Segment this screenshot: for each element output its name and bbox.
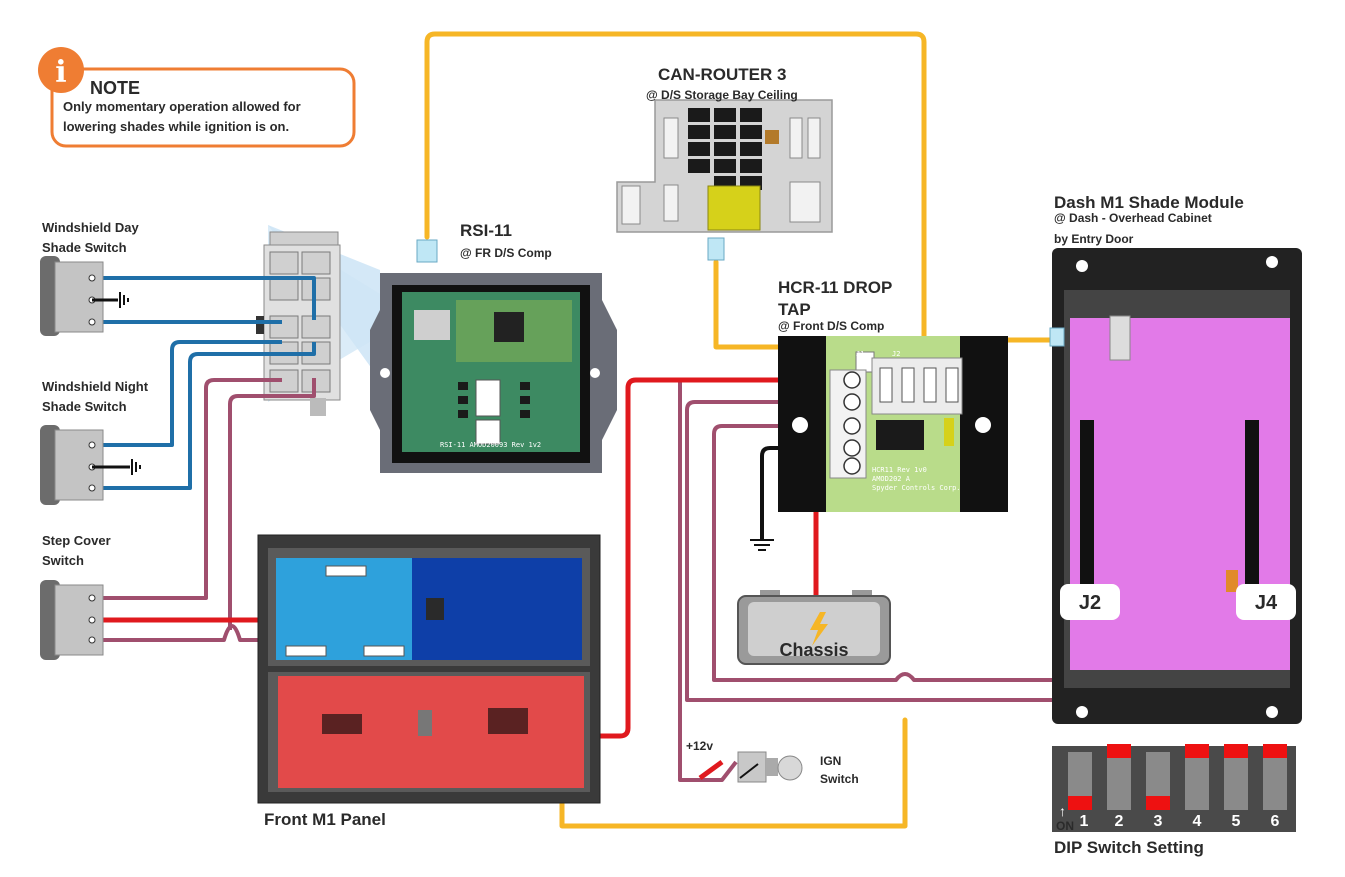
ign-label-1: IGN — [820, 754, 841, 768]
hcr-pcb-label-1: HCR11 Rev 1v0 — [872, 466, 927, 474]
dip-number: 3 — [1154, 813, 1163, 830]
dip-switch: 1 2 3 4 5 6 ON ↑ DIP Switch Setting — [1052, 744, 1296, 857]
hcr-location: @ Front D/S Comp — [778, 319, 884, 333]
step-cover-switch: Step Cover Switch — [40, 533, 111, 660]
hcr-pcb-label-3: Spyder Controls Corp. — [872, 484, 961, 492]
front-panel-title: Front M1 Panel — [264, 810, 386, 829]
dip-switch-6: 6 — [1263, 744, 1287, 830]
hcr-j2: J2 — [892, 350, 900, 358]
ground-wire — [760, 446, 852, 540]
chassis-label: Chassis — [779, 640, 848, 660]
dash-module-location-2: by Entry Door — [1054, 232, 1134, 246]
dip-number: 2 — [1115, 813, 1124, 830]
ignition-switch: +12v IGN Switch — [686, 739, 859, 786]
night-switch-label-1: Windshield Night — [42, 379, 149, 394]
windshield-day-switch: Windshield Day Shade Switch — [40, 220, 139, 336]
ign-voltage: +12v — [686, 739, 713, 753]
dip-number: 6 — [1271, 813, 1280, 830]
can-router-location: @ D/S Storage Bay Ceiling — [646, 88, 798, 102]
hcr-title-2: TAP — [778, 300, 811, 319]
dip-knob — [1224, 744, 1248, 758]
note-line-1: Only momentary operation allowed for — [63, 99, 301, 114]
dash-module-title: Dash M1 Shade Module — [1054, 193, 1244, 212]
blue-wires — [96, 276, 316, 490]
rsi-title: RSI-11 — [460, 221, 512, 240]
lightning-icon — [810, 612, 828, 646]
night-switch-label-2: Shade Switch — [42, 399, 127, 414]
dip-knob — [1068, 796, 1092, 810]
dip-title: DIP Switch Setting — [1054, 838, 1204, 857]
rsi-pcb-label: RSI-11 AMOD20093 Rev 1v2 — [440, 441, 541, 449]
dip-on-label: ON — [1056, 819, 1074, 833]
dash-m1-module: J2 J4 Dash M1 Shade Module @ Dash - Over… — [1049, 193, 1302, 724]
dip-switch-5: 5 — [1224, 744, 1248, 830]
dip-number: 5 — [1232, 813, 1241, 830]
front-m1-panel: Front M1 Panel — [257, 534, 601, 829]
info-icon — [38, 47, 84, 93]
hcr-title-1: HCR-11 DROP — [778, 278, 892, 297]
windshield-night-switch: Windshield Night Shade Switch — [40, 379, 149, 505]
rsi-location: @ FR D/S Comp — [460, 246, 552, 260]
svg-text:i: i — [55, 55, 66, 90]
step-switch-label-1: Step Cover — [42, 533, 111, 548]
day-switch-label-2: Shade Switch — [42, 240, 127, 255]
step-switch-label-2: Switch — [42, 553, 84, 568]
can-router-board: CAN-ROUTER 3 @ D/S Storage Bay Ceiling — [616, 65, 833, 261]
svg-text:↑: ↑ — [1059, 803, 1066, 819]
ign-label-2: Switch — [820, 772, 859, 786]
dip-number: 4 — [1193, 813, 1202, 830]
dash-module-location-1: @ Dash - Overhead Cabinet — [1054, 211, 1212, 225]
day-switch-label-1: Windshield Day — [42, 220, 139, 235]
can-router-title: CAN-ROUTER 3 — [658, 65, 786, 84]
dip-number: 1 — [1080, 813, 1089, 830]
hcr-pcb-label-2: AMOD202 A — [872, 475, 911, 483]
dip-switch-1: 1 — [1068, 752, 1092, 830]
dip-knob — [1146, 796, 1170, 810]
dip-knob — [1107, 744, 1131, 758]
dip-knob — [1185, 744, 1209, 758]
note-box: i NOTE Only momentary operation allowed … — [38, 47, 356, 148]
note-line-2: lowering shades while ignition is on. — [63, 119, 289, 134]
ground-symbol — [750, 539, 774, 551]
dip-switch-3: 3 — [1146, 752, 1170, 830]
module-j4: J4 — [1255, 592, 1278, 614]
hcr-11-drop-tap: J1 J2 HCR11 Rev 1v0 AMOD202 A Spyder Con… — [778, 278, 1008, 512]
dip-switch-2: 2 — [1107, 744, 1131, 830]
hcr-j1: J1 — [856, 350, 864, 358]
dip-knob — [1263, 744, 1287, 758]
module-j2: J2 — [1079, 592, 1101, 614]
chassis-battery: Chassis — [737, 590, 891, 665]
note-title: NOTE — [90, 78, 140, 98]
dip-switch-4: 4 — [1185, 744, 1209, 830]
